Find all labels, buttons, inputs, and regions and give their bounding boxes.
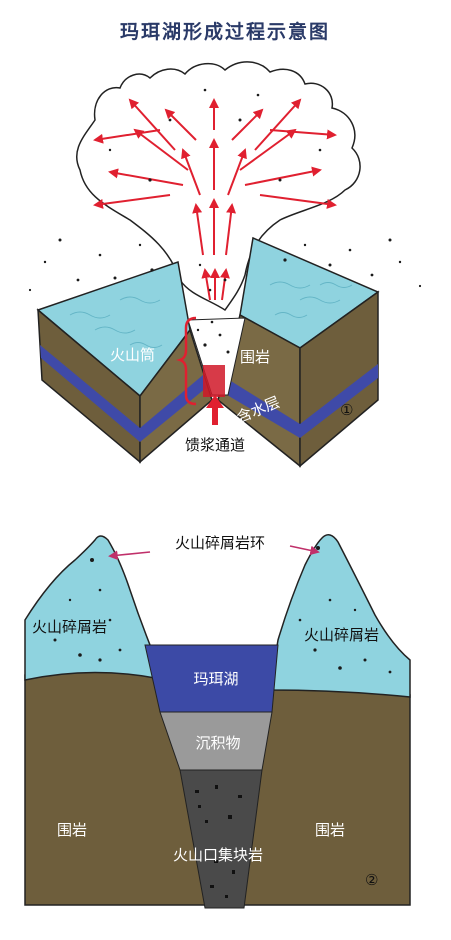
label-feeder: 馈浆通道	[185, 436, 245, 454]
diagram-1-number: ①	[340, 401, 353, 419]
label-wall-rock-right: 围岩	[315, 821, 345, 839]
right-tephra-ring	[269, 534, 411, 698]
label-vent: 火山筒	[110, 346, 155, 364]
ring-pointer-arrows	[108, 545, 320, 561]
feeder-arrow	[206, 395, 224, 425]
agglomerate-clasts	[195, 785, 242, 898]
label-agglomerate: 火山口集块岩	[173, 846, 263, 864]
left-tephra-ring	[24, 535, 156, 681]
label-lake: 玛珥湖	[193, 670, 238, 688]
vent-bracket	[176, 316, 197, 406]
agglomerate-pipe	[179, 769, 263, 909]
label-tephra-right: 火山碎屑岩	[304, 626, 379, 644]
label-wall-rock-1: 围岩	[240, 348, 270, 366]
label-tephra-left: 火山碎屑岩	[32, 618, 107, 636]
eruption-arrows	[93, 98, 337, 301]
diagram-1: 火山筒 围岩 含水层 馈浆通道 ①	[28, 61, 422, 468]
label-wall-rock-left: 围岩	[57, 821, 87, 839]
aquifer-band	[40, 345, 378, 442]
diagram-title: 玛珥湖形成过程示意图	[120, 20, 330, 43]
label-sediment: 沉积物	[195, 734, 240, 752]
diagram-2-number: ②	[365, 871, 378, 889]
ejecta-particles	[28, 88, 422, 354]
diagram-2: 火山碎屑岩环 火山碎屑岩 火山碎屑岩 玛珥湖 沉积物 围岩 围岩 火山口集块岩 …	[24, 534, 411, 909]
eruption-cloud	[75, 61, 361, 312]
label-tephra-ring: 火山碎屑岩环	[175, 534, 265, 552]
